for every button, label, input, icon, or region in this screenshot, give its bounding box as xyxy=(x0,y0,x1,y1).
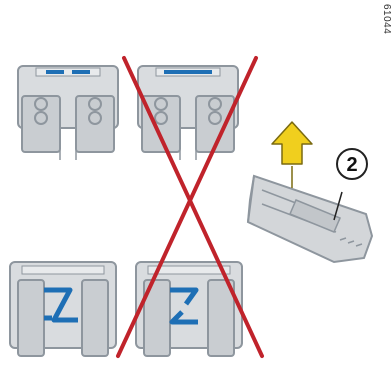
arrow-up-icon xyxy=(272,122,312,188)
callout-2: 2 xyxy=(337,149,367,179)
callout-number: 2 xyxy=(346,154,357,176)
fuse-blown-s-element xyxy=(10,262,116,356)
fuse-puller xyxy=(248,176,372,262)
figure-id-label: 61044 xyxy=(378,4,392,64)
fuse-blown-horizontal xyxy=(18,66,118,160)
fuse-intact-horizontal xyxy=(138,66,238,160)
